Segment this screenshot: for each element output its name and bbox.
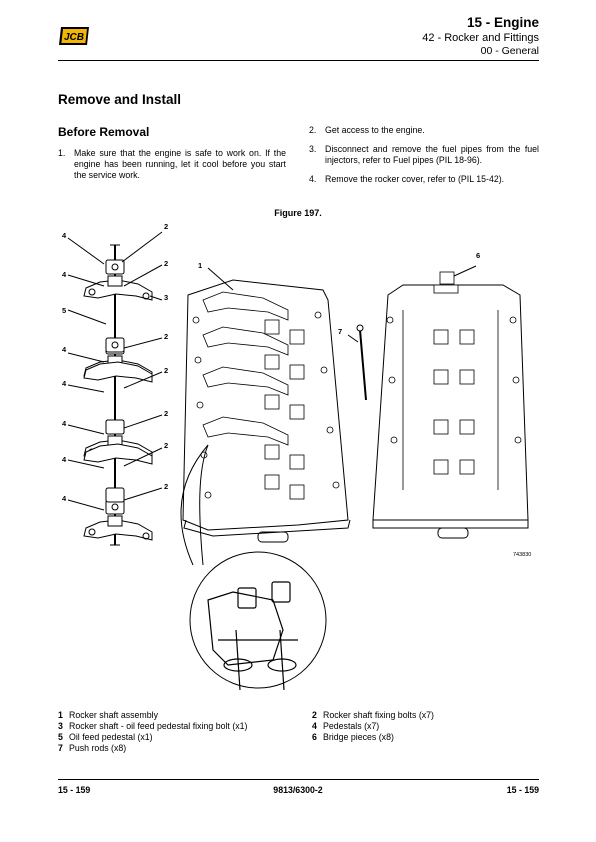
callout-4: 4 — [62, 345, 67, 354]
callout-2: 2 — [164, 441, 168, 450]
callout-1: 1 — [198, 261, 202, 270]
step-item: 2. Get access to the engine. — [309, 125, 539, 136]
step-text: Get access to the engine. — [325, 125, 425, 135]
callout-2: 2 — [164, 482, 168, 491]
step-text: Make sure that the engine is safe to wor… — [74, 148, 286, 180]
section-subtitle: 42 - Rocker and Fittings — [422, 32, 539, 44]
step-number: 4. — [309, 174, 317, 184]
figure-caption: Figure 197. — [274, 208, 322, 218]
callout-5: 5 — [62, 306, 66, 315]
step-item: 3. Disconnect and remove the fuel pipes … — [309, 144, 539, 166]
step-text: Remove the rocker cover, refer to (PIL 1… — [325, 174, 505, 184]
callout-4: 4 — [62, 379, 67, 388]
step-item: 1. Make sure that the engine is safe to … — [58, 148, 286, 181]
footer-rule — [58, 779, 539, 780]
callout-2: 2 — [164, 332, 168, 341]
page-number-right: 15 - 159 — [506, 785, 539, 795]
steps-left-column: 1. Make sure that the engine is safe to … — [58, 148, 286, 189]
callout-4: 4 — [62, 494, 67, 503]
cylinder-head-without-rockers — [372, 265, 529, 539]
callout-4: 4 — [62, 231, 67, 240]
step-item: 4. Remove the rocker cover, refer to (PI… — [309, 174, 539, 185]
steps-right-column: 2. Get access to the engine. 3. Disconne… — [309, 125, 539, 193]
jcb-logo: JCB — [58, 26, 90, 46]
document-number: 9813/6300-2 — [273, 785, 323, 795]
detail-magnifier — [180, 444, 327, 691]
callout-4: 4 — [62, 455, 67, 464]
callout-2: 2 — [164, 259, 168, 268]
cylinder-head-with-rockers — [182, 267, 351, 543]
step-number: 2. — [309, 125, 317, 135]
section-heading: Remove and Install — [58, 92, 182, 107]
callout-6: 6 — [476, 251, 480, 260]
subsection-heading: Before Removal — [58, 125, 150, 139]
callout-4: 4 — [62, 419, 67, 428]
header-rule — [58, 60, 539, 61]
callout-7: 7 — [338, 327, 342, 336]
chapter-title: 15 - Engine — [466, 15, 539, 30]
step-number: 1. — [58, 148, 66, 158]
callout-3: 3 — [164, 293, 168, 302]
subsection-subtitle: 00 - General — [480, 45, 539, 57]
rocker-assembly-illustration: 4 4 5 4 4 4 4 4 2 2 3 2 2 2 2 2 1 7 6 — [58, 220, 540, 700]
figure-code: 743830 — [513, 552, 532, 558]
step-text: Disconnect and remove the fuel pipes fro… — [325, 144, 539, 165]
svg-text:JCB: JCB — [64, 32, 84, 43]
push-rod — [347, 324, 367, 401]
exploded-rocker-shaft — [67, 231, 163, 546]
callout-2: 2 — [164, 409, 168, 418]
step-number: 3. — [309, 144, 317, 154]
callout-2: 2 — [164, 222, 168, 231]
callout-2: 2 — [164, 366, 168, 375]
callout-4: 4 — [62, 270, 67, 279]
page-number-left: 15 - 159 — [58, 785, 91, 795]
